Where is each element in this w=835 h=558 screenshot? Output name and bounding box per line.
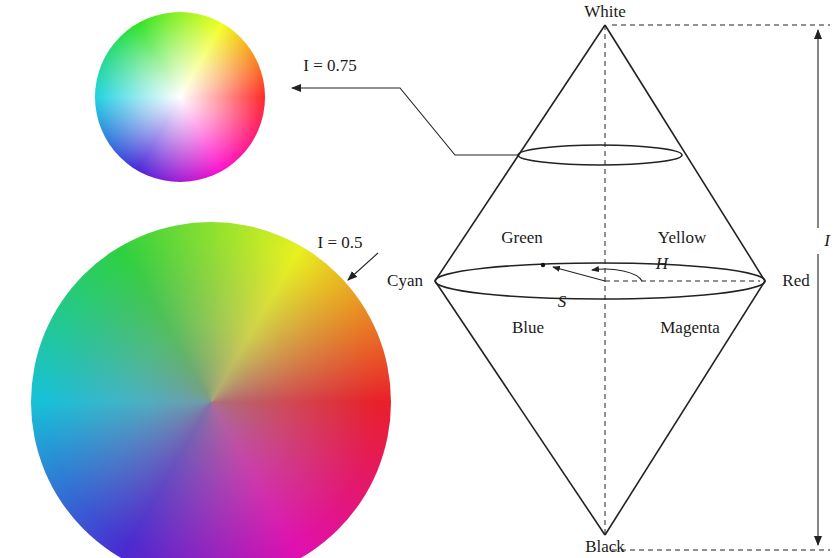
dimension-line bbox=[817, 40, 818, 228]
dimension-arrow bbox=[817, 254, 818, 545]
intensity-label: I = 0.75 bbox=[303, 57, 357, 76]
color-label: Cyan bbox=[387, 272, 423, 291]
leader-line bbox=[348, 253, 378, 280]
cone-edge bbox=[605, 281, 765, 535]
color-label: Magenta bbox=[660, 319, 719, 338]
intensity-ellipse bbox=[518, 145, 682, 165]
hue-reference bbox=[605, 281, 760, 282]
extent-line bbox=[612, 550, 830, 551]
saturation-vector bbox=[553, 267, 605, 281]
leader-line bbox=[292, 88, 518, 155]
cone-edge bbox=[605, 25, 765, 281]
pole-label: Black bbox=[585, 537, 625, 556]
intensity-axis bbox=[605, 25, 606, 535]
color-point bbox=[541, 263, 545, 267]
intensity-label: I = 0.5 bbox=[318, 234, 363, 253]
color-label: Red bbox=[782, 272, 809, 291]
color-disc bbox=[95, 12, 265, 182]
color-label: Green bbox=[501, 229, 543, 248]
cone-edge bbox=[435, 281, 605, 535]
hue-ellipse bbox=[435, 263, 765, 299]
color-label: Yellow bbox=[658, 229, 706, 248]
color-disc bbox=[31, 222, 391, 558]
pole-label: White bbox=[584, 3, 626, 22]
color-label: Blue bbox=[512, 319, 544, 338]
dimension-arrow bbox=[817, 30, 818, 40]
extent-line bbox=[612, 25, 830, 26]
saturation-label: S bbox=[558, 293, 567, 312]
axis-label: I bbox=[824, 232, 830, 251]
hue-label: H bbox=[656, 255, 668, 274]
